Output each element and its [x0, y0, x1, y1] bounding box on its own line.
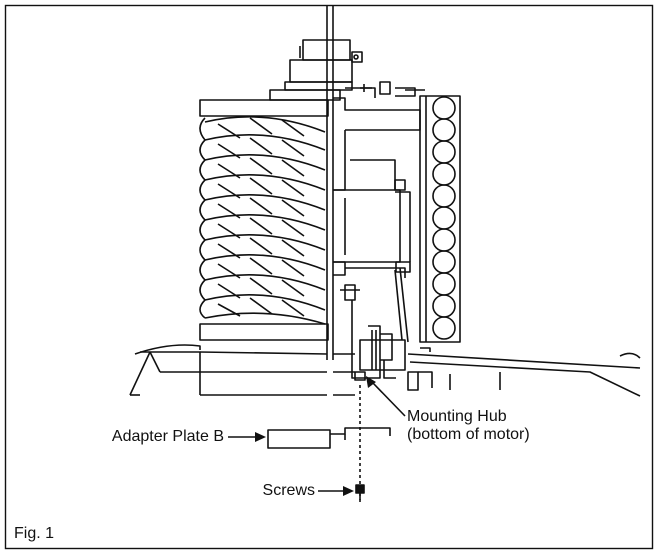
bearing-column: [419, 95, 461, 343]
lower-bobbin-flange: [199, 323, 329, 341]
figure-caption: Fig. 1: [14, 525, 55, 542]
center-shaft: [326, 6, 334, 360]
hub-bolt: [354, 371, 366, 381]
lower-bracket: [340, 267, 409, 379]
coil-windings: [199, 116, 326, 325]
leader-arrowheads: [255, 376, 376, 496]
mounting-hub-label: Mounting Hub (bottom of motor): [407, 408, 530, 444]
motor-top-cap: [269, 39, 353, 101]
mounting-hub-label-line1: Mounting Hub: [407, 408, 507, 425]
adapter-plate-label: Adapter Plate B: [111, 428, 224, 445]
screws-label: Screws: [262, 482, 315, 499]
chassis-base: [129, 344, 641, 397]
mounting-hub-label-line2: (bottom of motor): [407, 426, 530, 443]
screw: [355, 484, 365, 500]
motor-housing: [333, 51, 425, 278]
leader-lines: [228, 381, 406, 492]
figure-border: [4, 4, 654, 550]
adapter-plate-b: [267, 427, 391, 449]
upper-bobbin-flange: [199, 99, 329, 117]
